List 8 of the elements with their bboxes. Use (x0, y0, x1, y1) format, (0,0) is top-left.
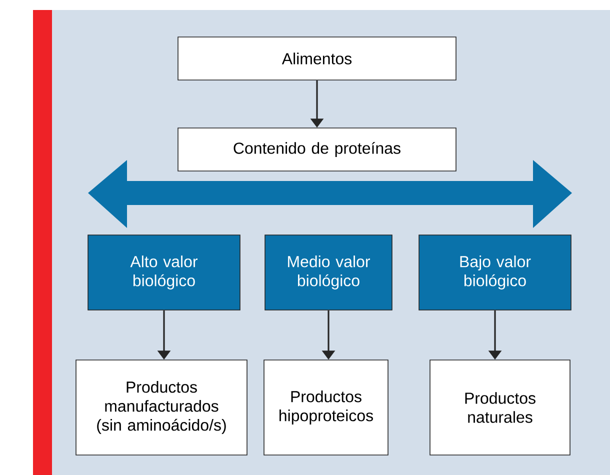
category-box: Bajo valor biológico (418, 234, 572, 310)
category-box: Medio valor biológico (264, 234, 392, 310)
process-box: Alimentos (178, 36, 456, 80)
process-box: Productos naturales (430, 360, 570, 456)
process-box: Contenido de proteínas (178, 128, 456, 172)
category-box: Alto valor biológico (88, 234, 240, 310)
process-box: Productos manufacturados (sin aminoácido/s) (76, 360, 248, 456)
process-box: Productos hipoproteicos (264, 360, 388, 456)
